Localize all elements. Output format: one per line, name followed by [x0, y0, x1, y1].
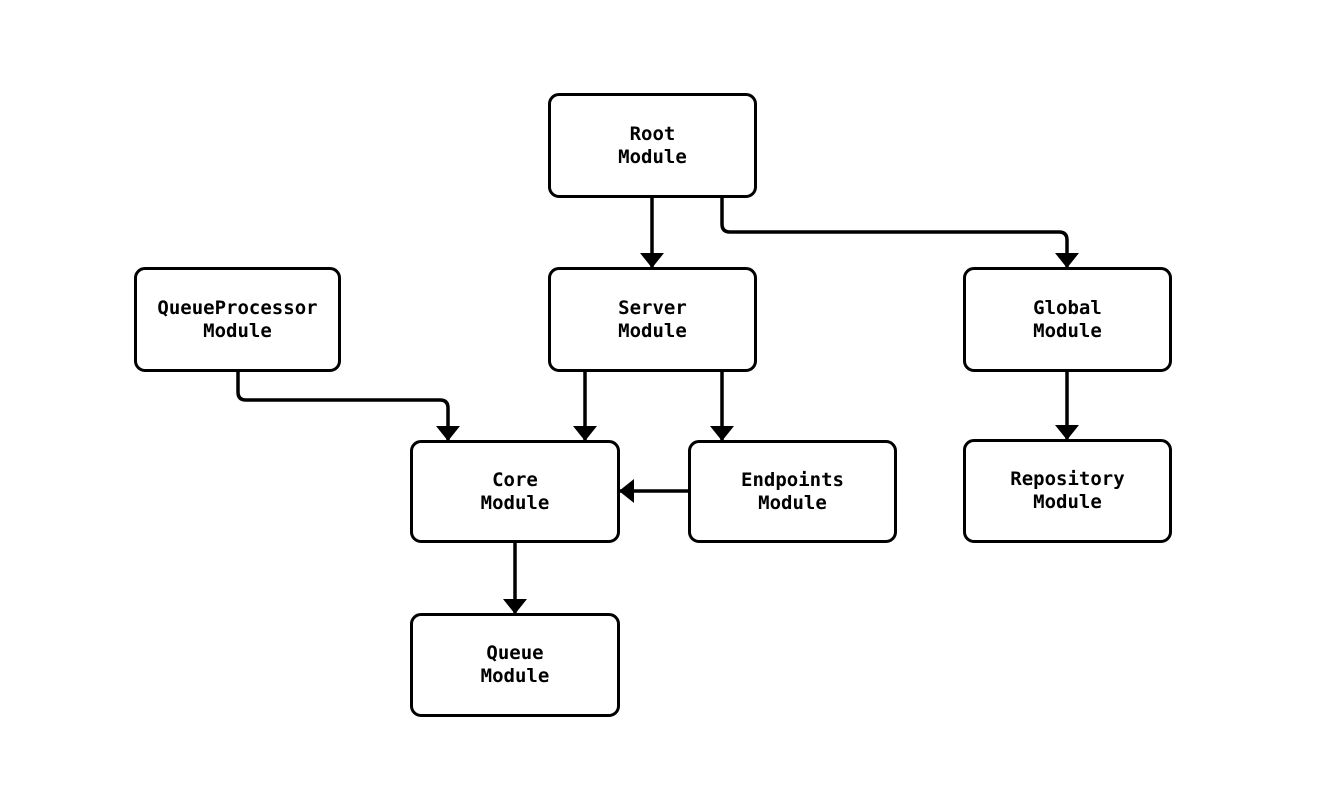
edge-queueprocessor-to-core: [236, 372, 460, 441]
node-label-line: Module: [1033, 491, 1102, 513]
node-label-line: Module: [480, 665, 550, 687]
node-label-line: Module: [480, 491, 550, 514]
node-label-line: Module: [618, 319, 687, 342]
node-label-line: Queue: [486, 642, 544, 664]
node-label-line: Root: [629, 122, 676, 145]
node-label-line: Server: [618, 296, 687, 319]
node-label-line: QueueProcessor: [157, 296, 318, 319]
node-label-line: Module: [1033, 319, 1102, 342]
node-label-line: Endpoints: [741, 468, 844, 491]
node-label-line: Repository: [1010, 468, 1125, 490]
node-label-line: Core: [492, 468, 538, 491]
node-label-line: Module: [758, 491, 827, 514]
node-label-line: Global: [1033, 296, 1102, 319]
node-label-line: Module: [203, 319, 272, 342]
node-label-line: Module: [618, 145, 687, 168]
edge-root-to-global: [720, 198, 1079, 268]
